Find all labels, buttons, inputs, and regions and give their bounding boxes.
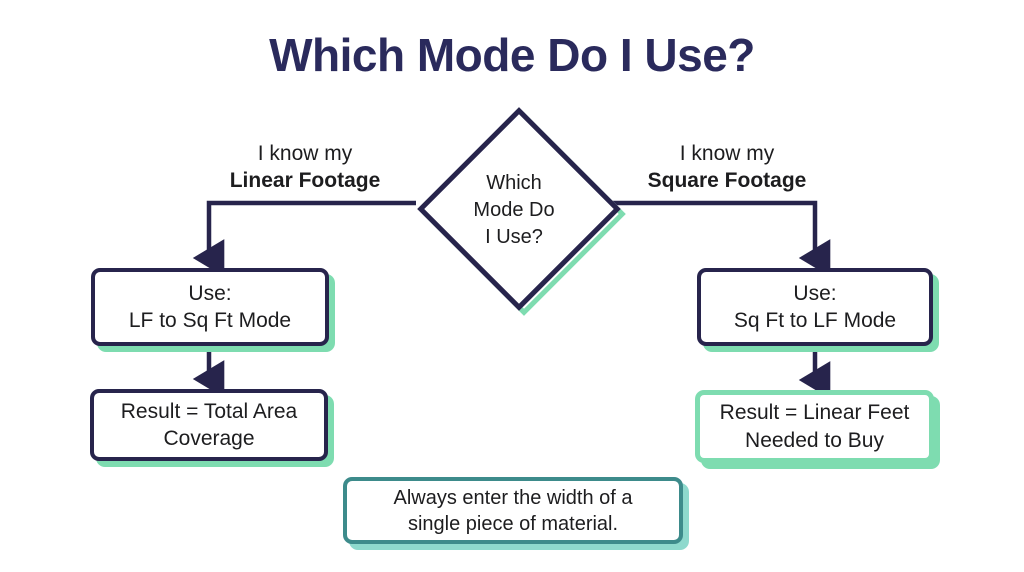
right-mode-box[interactable]: Use: Sq Ft to LF Mode	[697, 268, 933, 346]
decision-diamond-text: Which Mode Do I Use?	[416, 106, 612, 302]
branch-label-left-top: I know my	[257, 142, 353, 165]
decision-line-2: Mode Do	[473, 198, 555, 221]
note-line-2: single piece of material.	[407, 512, 619, 535]
right-result-line-1: Result = Linear Feet	[719, 401, 910, 425]
left-mode-line-1: Use:	[188, 281, 232, 305]
branch-label-left-bottom: Linear Footage	[229, 169, 381, 193]
edge-decision-to-left-mode	[192, 200, 416, 277]
note-line-1: Always enter the width of a	[393, 486, 633, 509]
branch-label-left: I know my Linear Footage	[170, 140, 440, 195]
branch-label-right-top: I know my	[679, 142, 775, 165]
right-mode-line-2: Sq Ft to LF Mode	[733, 309, 897, 332]
right-result-line-2: Needed to Buy	[745, 428, 884, 452]
left-result-line-2: Coverage	[163, 427, 255, 450]
branch-label-right-bottom: Square Footage	[647, 169, 807, 193]
page-title: Which Mode Do I Use?	[269, 29, 755, 81]
right-result-box[interactable]: Result = Linear Feet Needed to Buy	[695, 390, 934, 463]
branch-label-right: I know my Square Footage	[592, 140, 862, 195]
left-result-box[interactable]: Result = Total Area Coverage	[90, 389, 328, 461]
decision-line-3: I Use?	[485, 225, 543, 248]
decision-line-1: Which	[486, 171, 542, 194]
left-result-line-1: Result = Total Area	[120, 399, 298, 423]
left-mode-line-2: LF to Sq Ft Mode	[128, 309, 292, 332]
decision-diamond: Which Mode Do I Use?	[416, 106, 626, 316]
left-mode-box[interactable]: Use: LF to Sq Ft Mode	[91, 268, 329, 346]
edge-decision-to-right-mode	[612, 200, 831, 277]
right-mode-line-1: Use:	[793, 281, 837, 305]
note-box: Always enter the width of a single piece…	[343, 477, 683, 544]
